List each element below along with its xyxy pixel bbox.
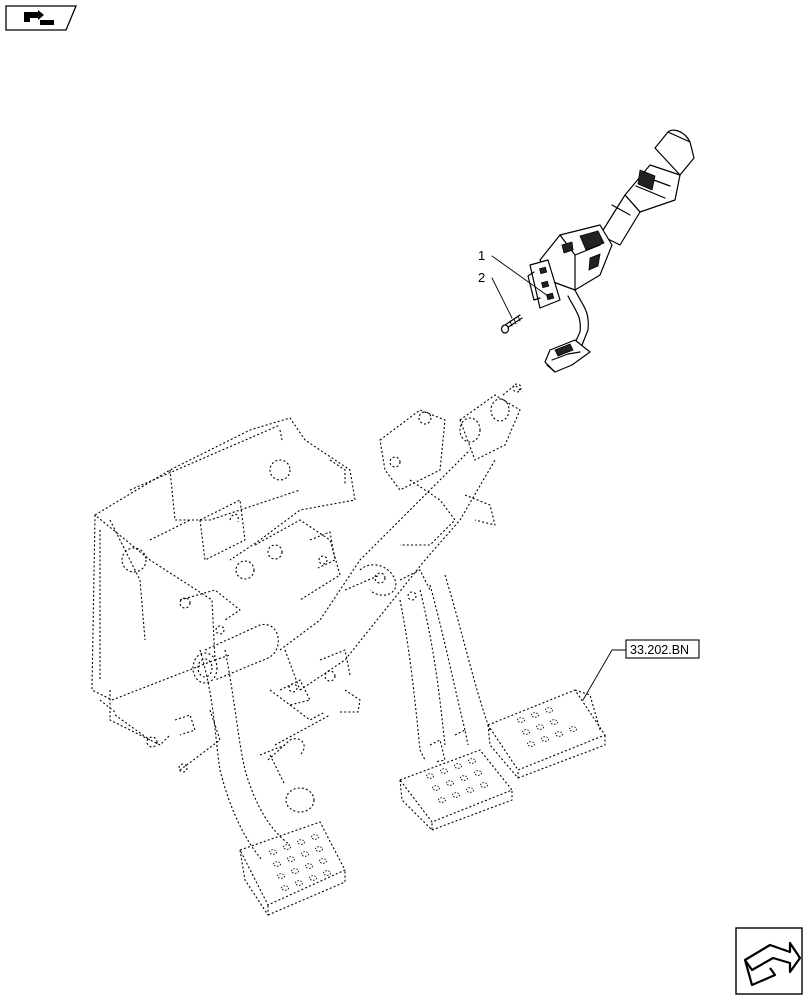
navigation-return-icon[interactable] bbox=[735, 927, 803, 995]
brake-pedal-right bbox=[429, 574, 606, 779]
clutch-pedal bbox=[199, 649, 346, 916]
multifunction-switch bbox=[527, 129, 695, 373]
callout-1: 1 bbox=[478, 248, 485, 263]
reference-label[interactable]: 33.202.BN bbox=[630, 643, 689, 657]
reference-link[interactable]: 33.202.BN bbox=[582, 639, 700, 701]
callout-leaders bbox=[491, 255, 549, 319]
callout-2: 2 bbox=[478, 270, 485, 285]
pedal-frame bbox=[91, 417, 356, 748]
pivot-tube bbox=[174, 589, 279, 773]
brake-pedal-center bbox=[399, 589, 513, 831]
drawing-type-icon[interactable] bbox=[5, 5, 77, 31]
screw bbox=[500, 314, 523, 334]
steering-column bbox=[259, 383, 523, 756]
